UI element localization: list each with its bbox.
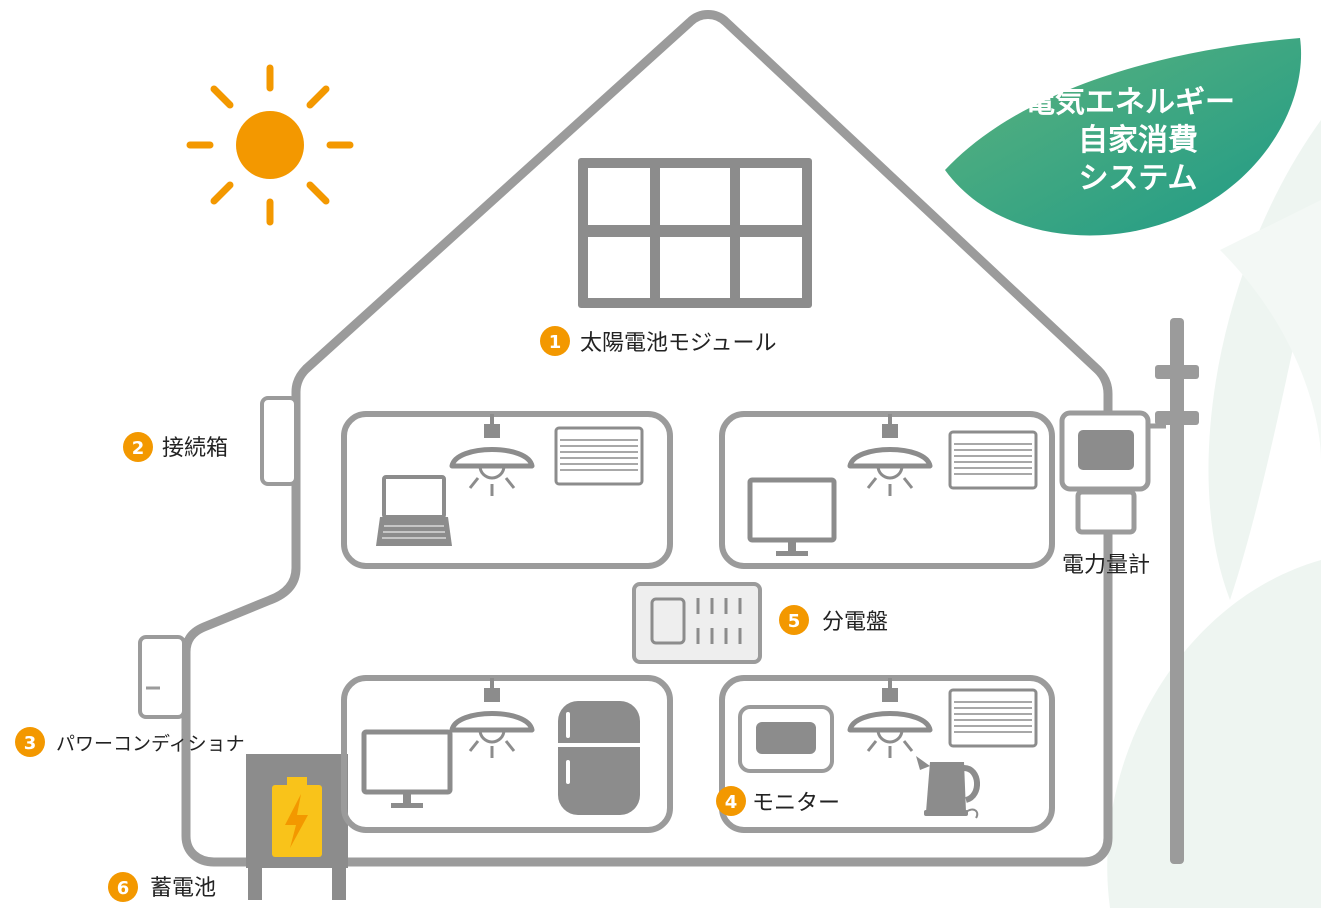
label-power-conditioner: 3 パワーコンディショナ <box>15 727 245 757</box>
air-conditioner-icon <box>948 688 1038 748</box>
storage-battery-icon <box>246 754 348 900</box>
air-conditioner-icon <box>948 430 1038 490</box>
label-storage-battery: 6 蓄電池 <box>108 872 216 902</box>
title-line-1: 電気エネルギー <box>1025 85 1235 120</box>
junction-box-icon <box>260 396 298 486</box>
power-meter-icon <box>1059 410 1166 535</box>
solar-module-label: 太陽電池モジュール <box>580 331 776 356</box>
power-meter-label: 電力量計 <box>1062 553 1150 578</box>
title-leaf: 電気エネルギー 自家消費 システム <box>945 38 1302 236</box>
number-badge-6: 6 <box>117 878 130 899</box>
number-badge-3: 3 <box>24 733 37 754</box>
kettle-icon <box>916 756 980 819</box>
room-top-right <box>719 411 1055 569</box>
house-outline <box>181 10 1113 867</box>
monitor-label: モニター <box>752 791 840 816</box>
air-conditioner-icon <box>554 426 644 486</box>
ceiling-lamp-icon <box>449 414 535 496</box>
room-bottom-left <box>341 675 673 833</box>
monitor-device-icon <box>738 705 834 773</box>
distribution-board-icon <box>632 582 762 664</box>
number-badge-4: 4 <box>725 792 738 813</box>
room-top-left <box>341 411 673 569</box>
label-monitor: 4 モニター <box>716 786 840 816</box>
sun-icon <box>186 64 354 226</box>
background-leaves <box>1107 120 1321 908</box>
junction-box-label: 接続箱 <box>162 436 228 461</box>
tv-icon <box>361 729 453 808</box>
room-bottom-right <box>719 675 1055 833</box>
power-conditioner-label: パワーコンディショナ <box>56 733 245 755</box>
utility-pole-icon <box>1155 318 1199 864</box>
ceiling-lamp-icon <box>449 678 535 758</box>
title-line-2: 自家消費 <box>1078 123 1198 158</box>
ceiling-lamp-icon <box>847 414 933 496</box>
number-badge-1: 1 <box>549 332 562 353</box>
refrigerator-icon <box>558 701 640 815</box>
storage-battery-label: 蓄電池 <box>150 876 216 901</box>
tv-icon <box>747 477 837 556</box>
number-badge-2: 2 <box>132 438 145 459</box>
power-conditioner-icon <box>138 635 186 719</box>
solar-panel-icon <box>578 158 812 308</box>
title-line-3: システム <box>1078 161 1197 196</box>
number-badge-5: 5 <box>788 611 801 632</box>
ceiling-lamp-icon <box>847 678 933 758</box>
label-junction-box: 2 接続箱 <box>123 432 228 462</box>
label-distribution-board: 5 分電盤 <box>779 605 888 635</box>
laptop-icon <box>376 475 452 546</box>
label-solar-module: 1 太陽電池モジュール <box>540 326 776 356</box>
distribution-board-label: 分電盤 <box>822 610 888 635</box>
